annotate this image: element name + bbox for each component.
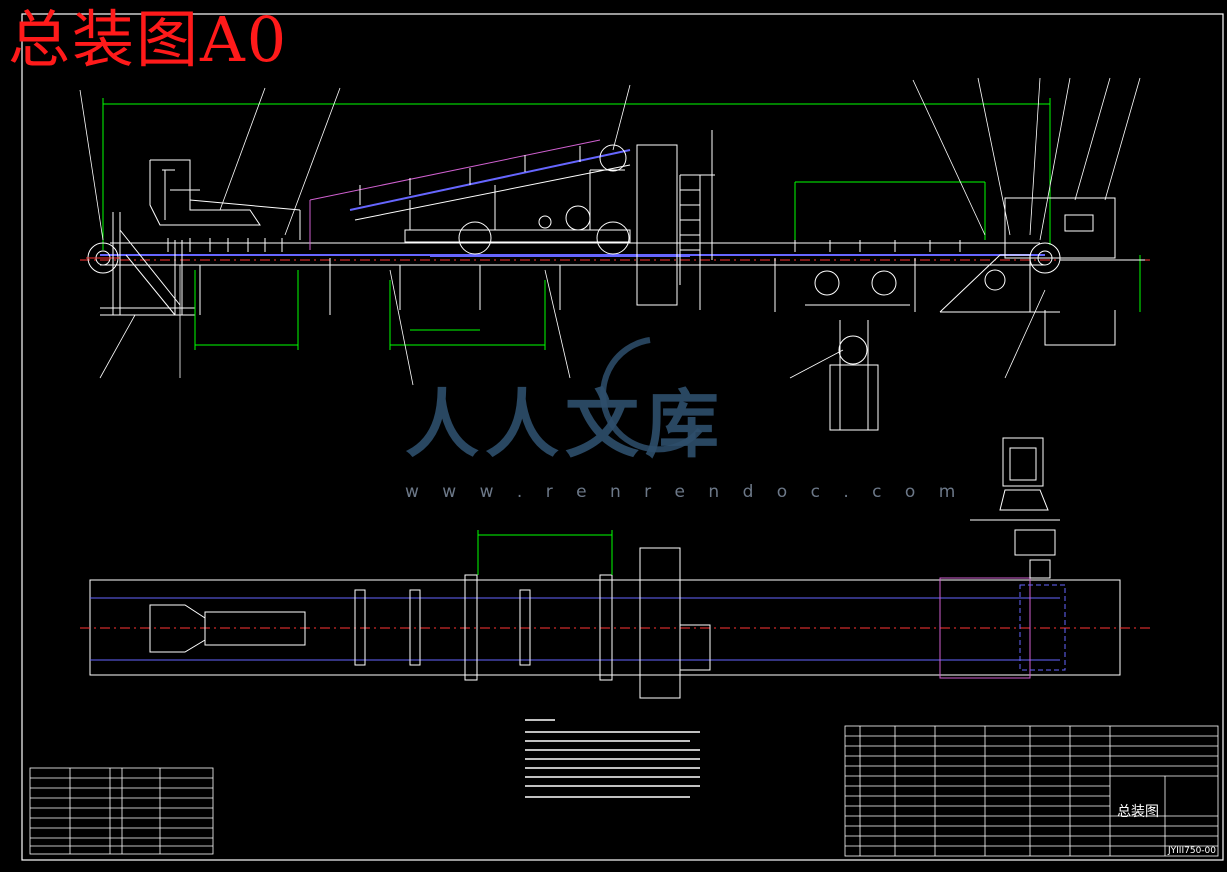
idler-row-left [167, 238, 283, 252]
watermark-url: w w w . r e n r e n d o c . c o m [405, 482, 965, 502]
plan-tripper [354, 547, 711, 699]
feed-hopper [149, 159, 301, 240]
support-legs [199, 255, 916, 315]
drawing-number: JYIII750-00 [1167, 846, 1216, 856]
idler-row-right [794, 240, 961, 306]
gravity-take-up [829, 320, 879, 431]
drive-motor [970, 437, 1060, 579]
plan-head [939, 577, 1066, 679]
plan-belt [80, 579, 1150, 676]
drawing-frame [21, 13, 1224, 861]
title-block-name: 总装图 [1117, 804, 1159, 820]
ladder-tower [636, 130, 715, 306]
watermark-logo [600, 337, 703, 453]
span-dimensions [194, 181, 1141, 350]
tripper-car [404, 144, 690, 257]
leader-lines [79, 77, 1141, 386]
watermark-brand: 人人文库 [405, 382, 725, 468]
plan-hopper [149, 604, 306, 653]
plan-view [80, 437, 1150, 699]
inclined-conveyor [309, 139, 631, 250]
drawing-title: 总装图A0 [8, 3, 289, 76]
tail-frame [100, 212, 195, 316]
technical-parameters-table [29, 767, 214, 855]
head-drive [939, 197, 1145, 346]
tail-pulley [86, 242, 120, 274]
elevation-view [79, 77, 1150, 431]
parts-list-table [844, 725, 1219, 857]
plan-dimension [477, 530, 613, 575]
technical-notes [525, 719, 700, 798]
overall-length-dimension [102, 98, 1051, 250]
